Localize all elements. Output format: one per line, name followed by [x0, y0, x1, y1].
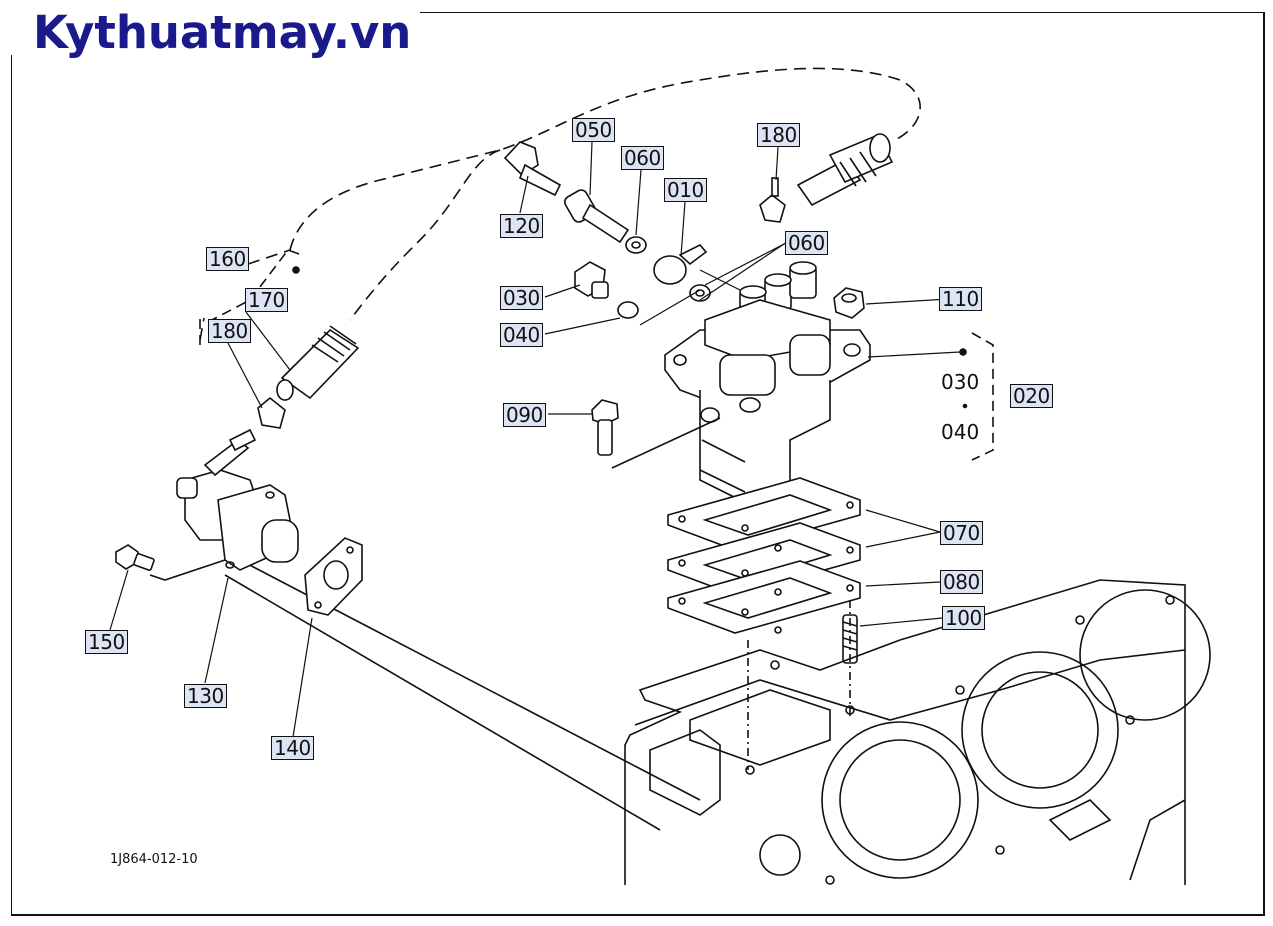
frame-top-edge [420, 12, 1265, 13]
label-040: 040 [500, 323, 543, 347]
label-140: 140 [271, 736, 314, 760]
group-label-030: 030 [941, 370, 980, 394]
gasket-stack [667, 477, 861, 634]
label-160: 160 [206, 247, 249, 271]
feed-pump-leader [224, 559, 701, 831]
frame-left-edge [11, 55, 12, 915]
hose-170-left [228, 325, 360, 452]
label-170: 170 [245, 288, 288, 312]
label-180-b: 180 [208, 319, 251, 343]
engine-block [624, 579, 1211, 885]
clamp-180a [759, 177, 786, 223]
dot-160 [292, 266, 300, 274]
stud-bolt [747, 600, 858, 770]
drawing-frame [11, 12, 1265, 916]
label-070: 070 [940, 521, 983, 545]
label-100: 100 [942, 606, 985, 630]
label-080: 080 [940, 570, 983, 594]
watermark-logo: Kythuatmay.vn [33, 6, 412, 59]
banjo-bolt-050 [564, 189, 630, 244]
label-050: 050 [572, 118, 615, 142]
nut-110 [833, 287, 865, 319]
label-130: 130 [184, 684, 227, 708]
bolt-090 [591, 399, 721, 469]
label-150: 150 [85, 630, 128, 654]
leader-lines [109, 141, 961, 738]
feed-pump [176, 438, 299, 571]
gasket-140 [304, 537, 363, 616]
dot-020 [959, 348, 967, 356]
label-110: 110 [939, 287, 982, 311]
bracket-160 [199, 249, 303, 345]
dot-sep [962, 403, 968, 409]
joint-010 [653, 244, 708, 285]
label-090: 090 [503, 403, 546, 427]
banjo-bolt-120 [503, 141, 562, 197]
label-020: 020 [1010, 384, 1053, 408]
group-label-040: 040 [941, 420, 980, 444]
washer-060a [625, 236, 647, 254]
injection-pump [664, 261, 871, 501]
bolt-150 [115, 544, 226, 581]
label-010: 010 [664, 178, 707, 202]
label-120: 120 [500, 214, 543, 238]
washer-040 [617, 301, 639, 319]
fuel-pipe-dashed-2 [349, 149, 501, 321]
label-030: 030 [500, 286, 543, 310]
label-180-a: 180 [757, 123, 800, 147]
diagram-code: 1J864-012-10 [110, 852, 198, 867]
hose-170-right [796, 133, 894, 207]
bolt-030 [574, 261, 609, 299]
washer-060b [689, 284, 711, 302]
label-060-b: 060 [785, 231, 828, 255]
label-060-a: 060 [621, 146, 664, 170]
